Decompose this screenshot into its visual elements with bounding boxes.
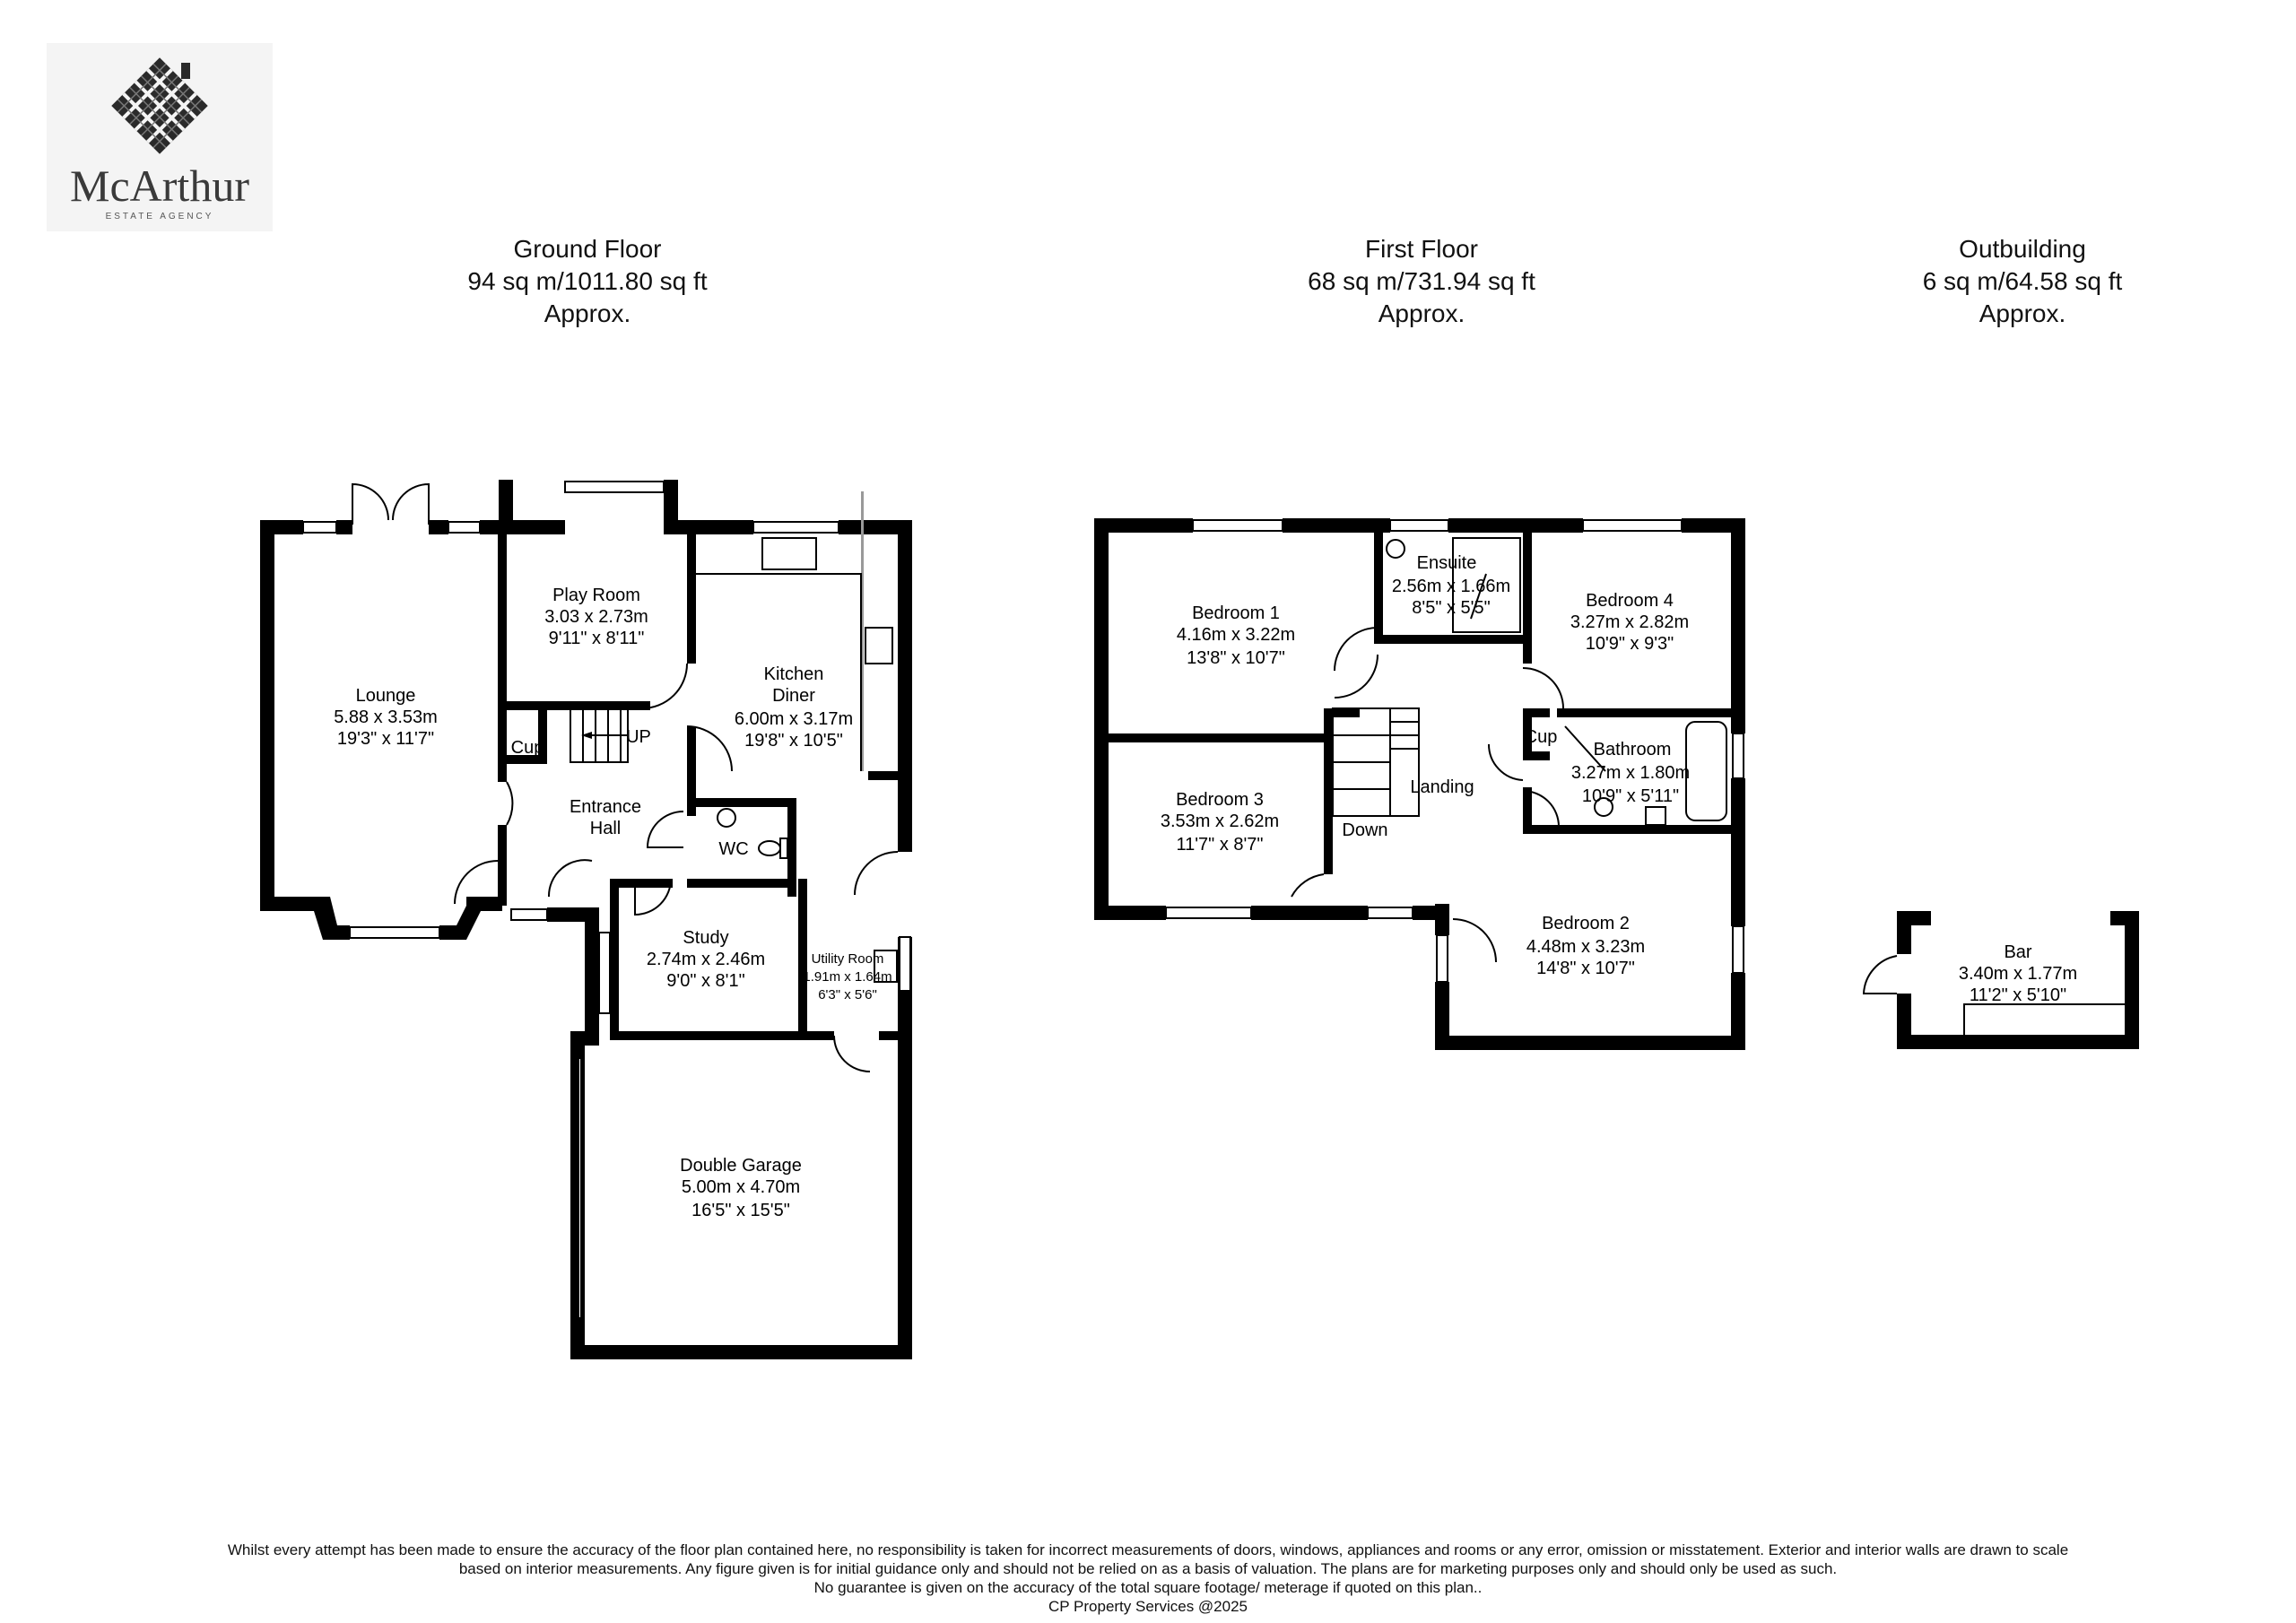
lounge-imperial: 19'3" x 11'7": [337, 729, 434, 749]
utility-metric: 1.91m x 1.64m: [803, 969, 891, 985]
floor-approx: Approx.: [544, 299, 631, 327]
garage-label: Double Garage: [680, 1156, 802, 1176]
ensuite-label: Ensuite: [1417, 553, 1477, 573]
bedroom4-imperial: 10'9" x 9'3": [1586, 634, 1674, 654]
study-metric: 2.74m x 2.46m: [647, 950, 765, 969]
bedroom4-metric: 3.27m x 2.82m: [1570, 612, 1689, 632]
lounge-label: Lounge: [356, 686, 416, 706]
bathroom-label: Bathroom: [1594, 740, 1672, 759]
study-imperial: 9'0" x 8'1": [666, 971, 744, 991]
bedroom2-metric: 4.48m x 3.23m: [1526, 937, 1645, 957]
bedroom3-imperial: 11'7" x 8'7": [1176, 835, 1263, 855]
down-label: Down: [1342, 820, 1387, 840]
floor-title: First Floor: [1365, 235, 1478, 263]
bar-metric: 3.40m x 1.77m: [1959, 964, 2077, 984]
entrance-hall-label: Entrance: [570, 797, 641, 817]
bedroom2-label: Bedroom 2: [1542, 914, 1630, 933]
ensuite-imperial: 8'5" x 5'5": [1412, 598, 1490, 618]
kitchen-metric: 6.00m x 3.17m: [735, 709, 853, 729]
disclaimer: Whilst every attempt has been made to en…: [108, 1541, 2188, 1616]
bedroom1-label: Bedroom 1: [1192, 603, 1280, 623]
disclaimer-line-3: No guarantee is given on the accuracy of…: [813, 1579, 1483, 1596]
bedroom1-imperial: 13'8" x 10'7": [1187, 648, 1285, 668]
utility-label: Utility Room: [812, 951, 884, 967]
garage-metric: 5.00m x 4.70m: [682, 1177, 800, 1197]
outbuilding-heading: Outbuilding 6 sq m/64.58 sq ft Approx.: [1798, 233, 2247, 330]
garage-imperial: 16'5" x 15'5": [691, 1201, 790, 1220]
entrance-hall-label-2: Hall: [590, 819, 621, 838]
kitchen-imperial: 19'8" x 10'5": [744, 731, 843, 751]
brand-tagline: ESTATE AGENCY: [105, 212, 214, 221]
bedroom4-label: Bedroom 4: [1586, 591, 1674, 611]
disclaimer-line-4: CP Property Services @2025: [1048, 1598, 1248, 1615]
bar-label: Bar: [2004, 942, 2031, 962]
kitchen-label: Kitchen: [764, 664, 824, 684]
ground-floor-plan: Lounge 5.88 x 3.53m 19'3" x 11'7" Play R…: [260, 480, 912, 1359]
bathroom-imperial: 10'9" x 5'11": [1582, 786, 1679, 806]
play-room-label: Play Room: [552, 586, 640, 605]
first-floor-heading: First Floor 68 sq m/731.94 sq ft Approx.: [1197, 233, 1646, 330]
lounge-metric: 5.88 x 3.53m: [334, 707, 438, 727]
play-room-imperial: 9'11" x 8'11": [549, 629, 645, 648]
brand-logo: McArthur ESTATE AGENCY: [47, 43, 273, 231]
disclaimer-line-1: Whilst every attempt has been made to en…: [227, 1541, 2069, 1558]
cup-label: Cup: [1525, 727, 1558, 747]
floor-area: 68 sq m/731.94 sq ft: [1308, 267, 1535, 295]
wc-label: WC: [718, 839, 748, 859]
outbuilding-plan: Bar 3.40m x 1.77m 11'2" x 5'10": [1862, 911, 2139, 1049]
disclaimer-line-2: based on interior measurements. Any figu…: [458, 1560, 1838, 1577]
bar-imperial: 11'2" x 5'10": [1970, 985, 2066, 1005]
up-label: UP: [626, 727, 651, 747]
ensuite-metric: 2.56m x 1.66m: [1392, 577, 1510, 596]
study-label: Study: [683, 928, 728, 948]
cup-label: Cup: [511, 738, 544, 758]
landing-label: Landing: [1410, 777, 1474, 797]
utility-imperial: 6'3" x 5'6": [818, 987, 877, 1002]
brand-name: McArthur: [70, 161, 249, 211]
play-room-metric: 3.03 x 2.73m: [544, 607, 648, 627]
bedroom2-imperial: 14'8" x 10'7": [1536, 959, 1635, 978]
bathroom-metric: 3.27m x 1.80m: [1571, 763, 1690, 783]
ground-floor-heading: Ground Floor 94 sq m/1011.80 sq ft Appro…: [363, 233, 812, 330]
floor-approx: Approx.: [1979, 299, 2066, 327]
floor-area: 94 sq m/1011.80 sq ft: [467, 267, 708, 295]
floor-area: 6 sq m/64.58 sq ft: [1922, 267, 2123, 295]
bedroom3-label: Bedroom 3: [1176, 790, 1264, 810]
first-floor-plan: Bedroom 1 4.16m x 3.22m 13'8" x 10'7" En…: [1094, 518, 1745, 1050]
floor-title: Ground Floor: [513, 235, 662, 263]
kitchen-label-2: Diner: [772, 686, 815, 706]
bedroom3-metric: 3.53m x 2.62m: [1161, 812, 1279, 831]
bedroom1-metric: 4.16m x 3.22m: [1177, 625, 1295, 645]
floor-title: Outbuilding: [1959, 235, 2086, 263]
floor-approx: Approx.: [1378, 299, 1465, 327]
tartan-house-icon: [111, 57, 208, 154]
